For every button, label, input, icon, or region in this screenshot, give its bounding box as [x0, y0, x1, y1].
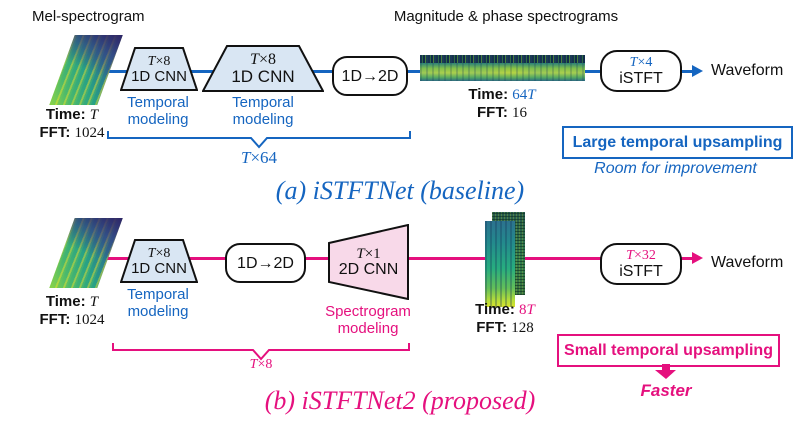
- istft-block-a: T×4 iSTFT: [600, 50, 682, 92]
- mid-dims-b: Time: 8T FFT: 128: [435, 301, 575, 337]
- down-arrow-icon: [655, 364, 676, 379]
- brace-b: [112, 343, 410, 361]
- magnitude-spectrogram-image-b: [485, 221, 515, 307]
- note-sub-b: Faster: [640, 381, 692, 400]
- input-dims-a: Time: T FFT: 1024: [12, 106, 132, 142]
- trapezoid-shape-icon: [120, 239, 198, 283]
- input-fft-a: FFT: 1024: [39, 124, 105, 141]
- brace-label-a: T×64: [240, 148, 278, 167]
- phase-noise-band: [420, 55, 585, 63]
- input-fft-b: FFT: 1024: [39, 311, 105, 328]
- reshape-block-b: 1D→2D: [225, 243, 306, 283]
- cnn2-block-a: T×8 1D CNN: [202, 45, 324, 92]
- cnn2-label-a: T×8 1D CNN: [231, 50, 295, 86]
- cnn1-block-a: T×8 1D CNN: [120, 47, 198, 91]
- arrowhead-a-icon: [692, 65, 703, 77]
- note-box-a: Large temporal upsampling: [562, 126, 793, 159]
- mel-spectrogram-label: Mel-spectrogram: [32, 8, 145, 25]
- waveform-label-b: Waveform: [711, 254, 784, 271]
- caption-a: (a) iSTFTNet (baseline): [275, 176, 525, 205]
- arrowhead-b-icon: [692, 252, 703, 264]
- waveform-label-a: Waveform: [711, 62, 784, 79]
- reshape-block-a: 1D→2D: [332, 56, 408, 96]
- magnitude-band: [420, 63, 585, 81]
- mel-spectrogram-image-b: [49, 218, 123, 288]
- cnn1-label-a: T×8 1D CNN: [131, 53, 187, 85]
- mid-time-a: Time: 64T: [468, 86, 536, 103]
- mid-fft-a: FFT: 16: [477, 104, 527, 121]
- cnn1-label-b: T×8 1D CNN: [131, 245, 187, 277]
- trapezoid-shape-icon: [328, 224, 409, 300]
- trapezoid-shape-icon: [202, 45, 324, 92]
- caption-b: (b) iSTFTNet2 (proposed): [264, 386, 536, 415]
- brace-label-b: T×8: [249, 357, 273, 372]
- brace-a: [107, 131, 411, 149]
- mid-fft-b: FFT: 128: [476, 319, 534, 336]
- istft-block-b: T×32 iSTFT: [600, 243, 682, 285]
- input-time-a: Time: T: [45, 106, 99, 123]
- note-sub-a: Room for improvement: [594, 160, 757, 177]
- magnitude-phase-label: Magnitude & phase spectrograms: [393, 8, 619, 25]
- note-box-b: Small temporal upsampling: [557, 334, 780, 367]
- mid-dims-a: Time: 64T FFT: 16: [432, 86, 572, 122]
- cnn2d-block-b: T×1 2D CNN: [328, 224, 409, 300]
- cnn1-block-b: T×8 1D CNN: [120, 239, 198, 283]
- trapezoid-shape-icon: [120, 47, 198, 91]
- input-dims-b: Time: T FFT: 1024: [12, 293, 132, 329]
- input-time-b: Time: T: [45, 293, 99, 310]
- magnitude-phase-image-a: [420, 55, 585, 81]
- cnn2d-label-b: T×1 2D CNN: [338, 245, 399, 278]
- mid-time-b: Time: 8T: [475, 301, 535, 318]
